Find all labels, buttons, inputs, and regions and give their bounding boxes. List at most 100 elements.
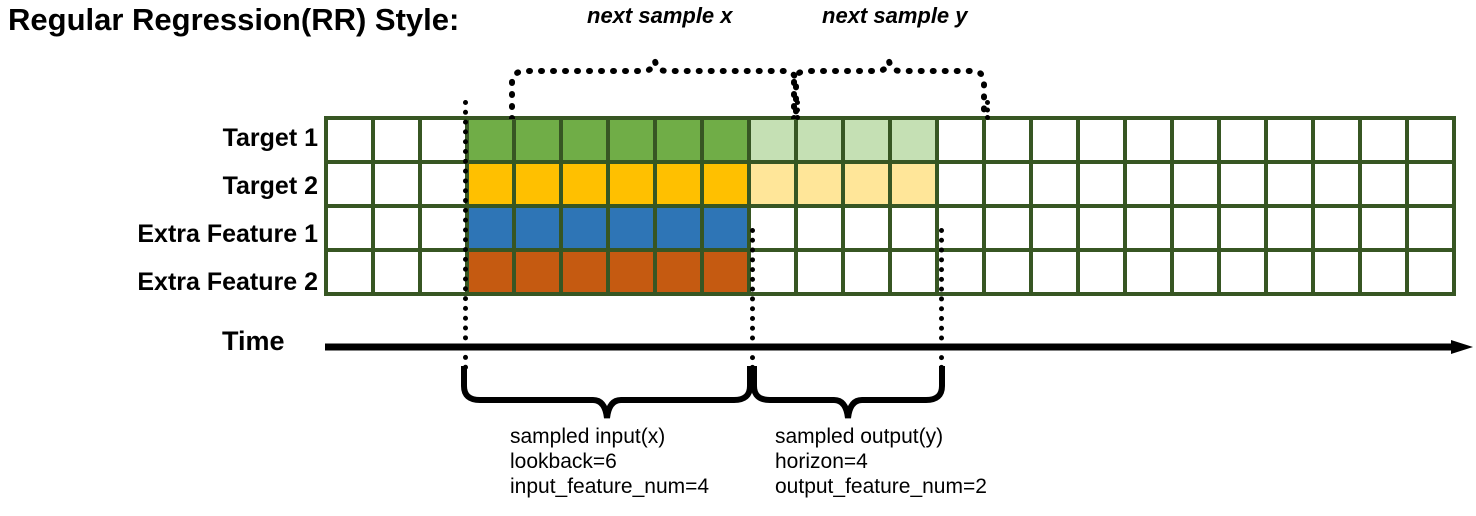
grid-cell <box>1409 252 1452 292</box>
guide-split-top <box>795 100 800 120</box>
grid-cell <box>516 208 559 248</box>
grid-cell <box>328 208 371 248</box>
grid-cell <box>563 120 606 160</box>
grid-cell <box>563 208 606 248</box>
grid-cell <box>1362 208 1405 248</box>
grid-cell <box>1221 208 1264 248</box>
grid-cell <box>939 208 982 248</box>
grid-cell <box>1127 164 1170 204</box>
grid-cell <box>751 208 794 248</box>
grid-cell <box>1174 208 1217 248</box>
grid-cell <box>1362 120 1405 160</box>
sampled-output-caption: sampled output(y) horizon=4 output_featu… <box>775 424 987 499</box>
grid-cell <box>1080 164 1123 204</box>
grid-cell <box>1033 252 1076 292</box>
page-title: Regular Regression(RR) Style: <box>8 2 460 37</box>
grid-cell <box>469 164 512 204</box>
grid-cell <box>892 252 935 292</box>
grid-cell <box>1315 164 1358 204</box>
grid-cell <box>1174 252 1217 292</box>
grid-cell <box>1315 120 1358 160</box>
grid-cell <box>751 252 794 292</box>
grid-cell <box>328 120 371 160</box>
grid-cell <box>469 252 512 292</box>
grid-cell <box>704 164 747 204</box>
grid-cell <box>1315 208 1358 248</box>
grid-cell <box>657 252 700 292</box>
grid-cell <box>798 164 841 204</box>
grid-cell <box>798 208 841 248</box>
row-label-extra-feature-1: Extra Feature 1 <box>137 220 318 248</box>
grid-cell <box>375 164 418 204</box>
next-sample-y-label: next sample y <box>822 3 968 28</box>
guide-input-end <box>750 228 755 370</box>
grid-cell <box>657 208 700 248</box>
brace-next-sample-x <box>509 60 799 119</box>
grid-cell <box>657 164 700 204</box>
grid-cell <box>469 208 512 248</box>
grid-cell <box>1127 252 1170 292</box>
grid-cell <box>1221 120 1264 160</box>
grid-cell <box>845 164 888 204</box>
time-axis-label: Time <box>222 326 285 356</box>
sampled-output-line-2: horizon=4 <box>775 450 868 473</box>
grid-cell <box>375 208 418 248</box>
guide-right-top <box>985 100 990 120</box>
grid-cell <box>1268 208 1311 248</box>
grid-cell <box>704 208 747 248</box>
grid-cell <box>798 252 841 292</box>
grid-cell <box>1409 164 1452 204</box>
grid-cell <box>892 120 935 160</box>
row-label-extra-feature-2: Extra Feature 2 <box>137 268 318 296</box>
grid-cell <box>469 120 512 160</box>
grid-cell <box>563 252 606 292</box>
grid-cell <box>1080 120 1123 160</box>
grid-cell <box>1174 164 1217 204</box>
grid-cell <box>845 120 888 160</box>
guide-output-end <box>939 228 944 370</box>
brace-sampled-output <box>751 366 945 419</box>
grid-cell <box>422 164 465 204</box>
grid-cell <box>657 120 700 160</box>
grid-cell <box>1221 164 1264 204</box>
sampled-output-line-1: sampled output(y) <box>775 425 944 448</box>
grid-cell <box>422 252 465 292</box>
grid-cell <box>986 164 1029 204</box>
grid-cell <box>375 120 418 160</box>
grid-cell <box>563 164 606 204</box>
grid-cell <box>610 208 653 248</box>
grid-cell <box>986 252 1029 292</box>
grid-cell <box>845 252 888 292</box>
grid-cell <box>986 120 1029 160</box>
grid-cell <box>422 120 465 160</box>
grid-cell <box>986 208 1029 248</box>
grid-cell <box>892 164 935 204</box>
grid-cell <box>939 252 982 292</box>
grid-cell <box>1268 164 1311 204</box>
row-label-target-2: Target 2 <box>222 172 318 200</box>
next-sample-x-label: next sample x <box>587 3 733 28</box>
grid-cell <box>939 164 982 204</box>
grid-cell <box>751 120 794 160</box>
grid-cell <box>610 120 653 160</box>
grid-cell <box>516 120 559 160</box>
grid-cell <box>1268 252 1311 292</box>
grid-cell <box>422 208 465 248</box>
grid-cell <box>1033 164 1076 204</box>
grid-cell <box>610 164 653 204</box>
grid-cell <box>1080 208 1123 248</box>
brace-sampled-input <box>461 366 753 419</box>
grid-cell <box>1315 252 1358 292</box>
sampled-input-caption: sampled input(x) lookback=6 input_featur… <box>510 424 709 499</box>
grid-cell <box>516 252 559 292</box>
grid-cell <box>375 252 418 292</box>
grid-cell <box>516 164 559 204</box>
brace-next-sample-y <box>791 60 987 119</box>
row-label-target-1: Target 1 <box>222 124 318 152</box>
grid-cell <box>1127 120 1170 160</box>
guide-input-start <box>463 100 468 370</box>
grid-cell <box>845 208 888 248</box>
grid-cell <box>939 120 982 160</box>
grid-cell <box>1033 120 1076 160</box>
